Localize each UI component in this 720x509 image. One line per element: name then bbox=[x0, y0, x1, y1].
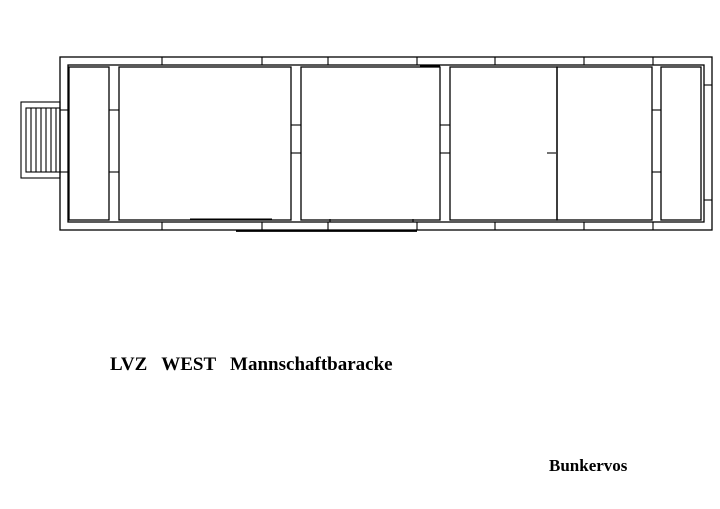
wall-ticks bbox=[109, 57, 712, 232]
room-outlines bbox=[68, 66, 702, 221]
room-1 bbox=[118, 66, 292, 221]
building-outer-walls bbox=[59, 56, 713, 231]
plan-title: LVZ WEST Mannschaftbaracke bbox=[110, 354, 393, 375]
stairs-entrance bbox=[20, 101, 68, 179]
author-signature: Bunkervos bbox=[549, 456, 628, 475]
room-right-end bbox=[660, 66, 702, 221]
room-4 bbox=[556, 66, 653, 221]
room-3 bbox=[449, 66, 558, 221]
room-2 bbox=[300, 66, 441, 221]
room-left-end bbox=[68, 66, 110, 221]
